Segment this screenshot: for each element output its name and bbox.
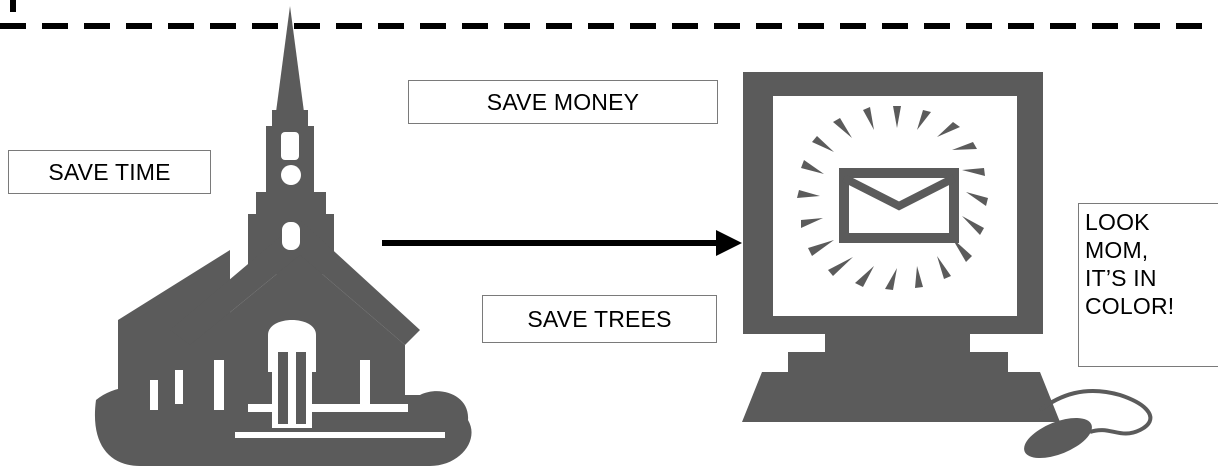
note-line: IT’S IN (1085, 265, 1157, 291)
save-money-label: SAVE MONEY (408, 80, 718, 124)
envelope-icon (839, 168, 959, 243)
save-time-label: SAVE TIME (8, 150, 211, 194)
mouse-icon (1024, 388, 1153, 459)
burst-rays (797, 106, 988, 290)
note-line: COLOR! (1085, 293, 1175, 319)
corner-tick (10, 0, 16, 12)
church-cross (286, 272, 312, 302)
look-mom-color-note: LOOK MOM, IT’S IN COLOR! (1078, 203, 1218, 367)
computer-monitor-icon (742, 72, 1060, 422)
church-door (278, 352, 306, 424)
note-line: MOM, (1085, 237, 1149, 263)
save-trees-label: SAVE TREES (482, 295, 717, 343)
arrow-right-icon (382, 230, 742, 256)
note-line: LOOK (1085, 209, 1150, 235)
